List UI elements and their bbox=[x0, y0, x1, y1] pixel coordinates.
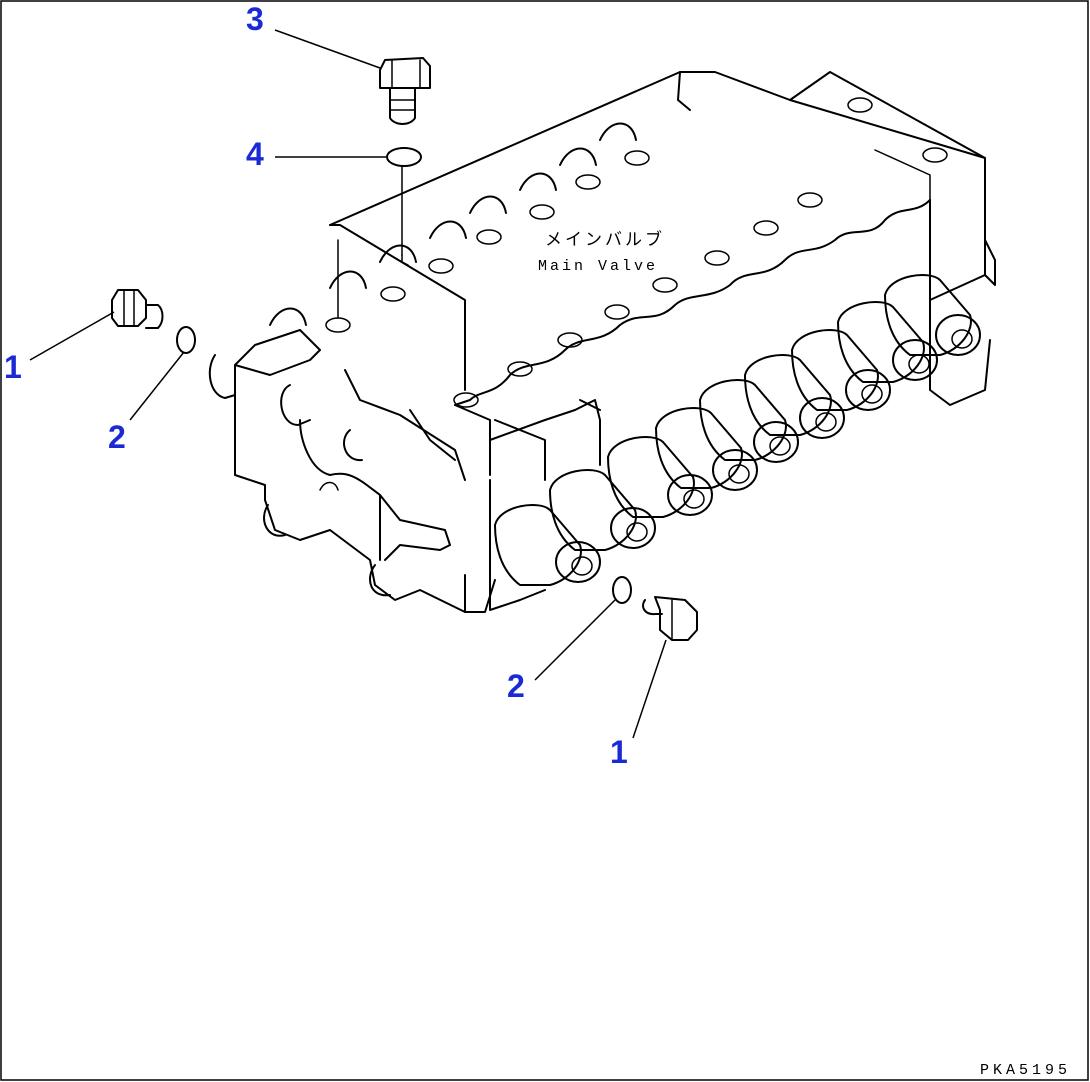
leader-line-4-down bbox=[401, 254, 409, 266]
valve-name-jp: メインバルブ bbox=[545, 229, 665, 250]
spool-cap bbox=[607, 436, 713, 518]
valve-body bbox=[208, 71, 996, 613]
top-port bbox=[476, 229, 502, 245]
top-port bbox=[922, 147, 948, 163]
callout-2-right: 2 bbox=[507, 668, 525, 704]
callout-1-right: 1 bbox=[610, 734, 628, 770]
callout-4: 4 bbox=[246, 136, 264, 172]
callout-3: 3 bbox=[246, 1, 264, 37]
spool-cap bbox=[549, 469, 656, 551]
fitting-part-1-right bbox=[642, 596, 698, 641]
drawing-code: PKA5195 bbox=[980, 1062, 1071, 1079]
plug-part-4 bbox=[386, 147, 422, 256]
top-port bbox=[652, 277, 678, 293]
top-port bbox=[847, 97, 873, 113]
o-ring-part-2-right bbox=[612, 576, 632, 604]
top-port bbox=[624, 150, 650, 166]
leader-2-right bbox=[534, 599, 616, 681]
leader-lines bbox=[29, 29, 667, 739]
spool-cap bbox=[884, 274, 981, 356]
spool-cap bbox=[791, 329, 891, 411]
top-port bbox=[529, 204, 555, 220]
spool-cap bbox=[744, 354, 845, 439]
top-face-ports bbox=[325, 97, 948, 408]
top-port bbox=[704, 250, 730, 266]
leader-2-left bbox=[129, 351, 185, 421]
leader-1-left bbox=[29, 311, 115, 361]
bolt-part-3 bbox=[379, 57, 431, 125]
top-port bbox=[604, 304, 630, 320]
top-port bbox=[797, 192, 823, 208]
top-port bbox=[428, 258, 454, 274]
top-port bbox=[575, 174, 601, 190]
o-ring-part-2-left bbox=[176, 326, 196, 354]
top-port bbox=[325, 317, 351, 333]
top-port bbox=[753, 220, 779, 236]
valve-name-en: Main Valve bbox=[538, 258, 658, 275]
fitting-part-1-left bbox=[111, 289, 164, 329]
top-port bbox=[507, 361, 533, 377]
spool-caps bbox=[494, 274, 981, 586]
top-port bbox=[453, 392, 479, 408]
callout-2-left: 2 bbox=[108, 419, 126, 455]
leader-1-right bbox=[632, 639, 667, 739]
spool-cap bbox=[699, 379, 799, 463]
callout-1-left: 1 bbox=[4, 349, 22, 385]
top-port bbox=[557, 332, 583, 348]
spool-cap bbox=[494, 504, 601, 586]
spool-cap bbox=[655, 407, 758, 491]
leader-3 bbox=[274, 29, 381, 69]
top-port bbox=[380, 286, 406, 302]
